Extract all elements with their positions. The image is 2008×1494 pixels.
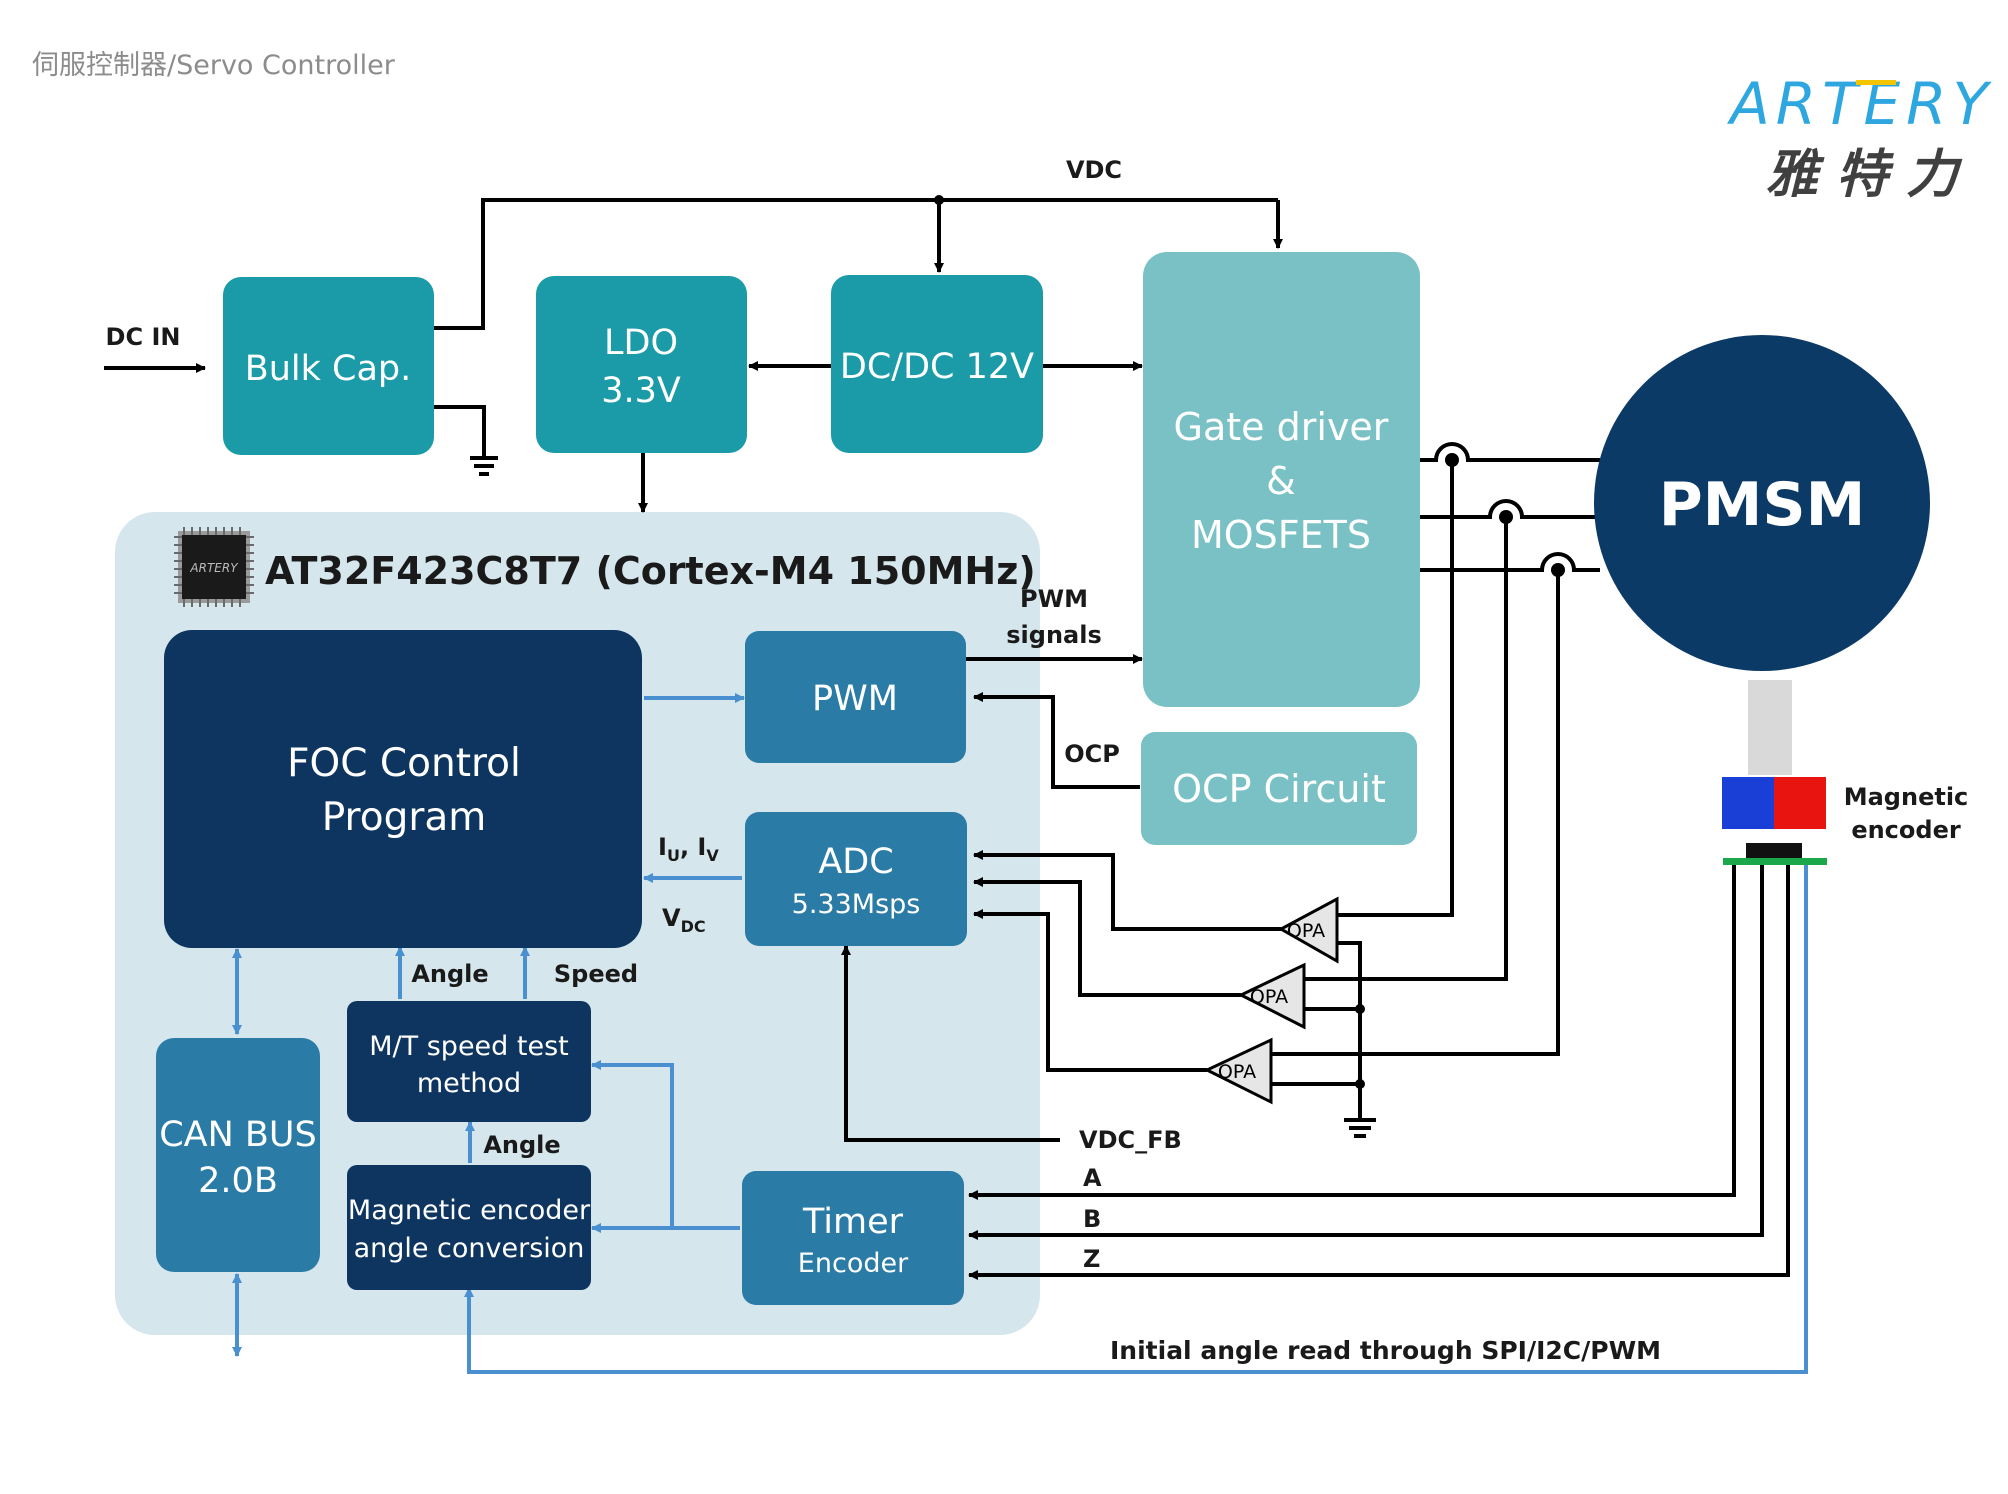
gate-driver-block: Gate driver & MOSFETS <box>1143 252 1420 707</box>
svg-text:Bulk Cap.: Bulk Cap. <box>245 349 412 389</box>
magnetic-encoder-hardware <box>1722 680 1827 865</box>
vdc-label: VDC <box>1066 156 1122 184</box>
svg-text:OPA: OPA <box>1287 920 1325 942</box>
angle-label-top: Angle <box>411 960 488 988</box>
svg-text:FOC Control: FOC Control <box>287 741 521 786</box>
svg-text:PMSM: PMSM <box>1659 470 1866 540</box>
wire-labels: VDC DC IN PWM signals OCP IU, IV VDC Ang… <box>106 156 1662 1365</box>
opa3-out-wire <box>973 909 1207 1072</box>
pmsm-motor: PMSM <box>1594 335 1930 671</box>
enc-a-label: A <box>1083 1164 1102 1192</box>
svg-text:CAN BUS: CAN BUS <box>159 1115 317 1155</box>
svg-text:PWM: PWM <box>812 679 898 719</box>
power-wires <box>104 198 1790 1280</box>
svg-text:ADC: ADC <box>818 842 893 882</box>
internal-wires <box>232 693 1808 1374</box>
svg-text:5.33Msps: 5.33Msps <box>792 889 921 920</box>
phase-v-line <box>1420 499 1600 519</box>
vdc-sense-label: VDC <box>662 904 706 936</box>
adc-block: ADC 5.33Msps <box>745 812 967 946</box>
pwm-signals-label-1: PWM <box>1020 585 1088 613</box>
bulk-ground-wire <box>434 405 486 457</box>
svg-text:Timer: Timer <box>802 1202 904 1242</box>
timer-encoder-block: Timer Encoder <box>742 1171 964 1305</box>
logo-chinese: 雅 特 力 <box>1766 145 1963 205</box>
foc-block: FOC Control Program <box>164 630 642 948</box>
mt-speed-block: M/T speed test method <box>347 1001 591 1122</box>
magnetic-encoder-conversion-block: Magnetic encoder angle conversion <box>347 1165 591 1290</box>
vdc-fb-label: VDC_FB <box>1079 1126 1182 1154</box>
vdc-fb-wire <box>841 945 1060 1142</box>
chip-icon: ARTERY <box>174 527 254 607</box>
enc-z-wire <box>968 862 1790 1280</box>
opa-1: OPA <box>1277 896 1339 964</box>
sense-u-wire <box>1337 460 1454 917</box>
svg-text:M/T speed test: M/T speed test <box>369 1031 568 1062</box>
opa1-out-wire <box>973 850 1281 931</box>
enc-z-label: Z <box>1083 1245 1100 1273</box>
svg-text:3.3V: 3.3V <box>601 371 681 411</box>
opa2-out-wire <box>973 877 1241 997</box>
vdc-rail <box>434 198 1278 330</box>
svg-text:method: method <box>417 1068 521 1099</box>
opa-ground-wire <box>1337 941 1362 1118</box>
ocp-wire <box>973 692 1140 789</box>
opa-3: OPA <box>1203 1037 1273 1105</box>
can-bus-block: CAN BUS 2.0B <box>156 1038 320 1272</box>
junction-dots <box>934 195 1565 1089</box>
phase-w-line <box>1420 552 1600 572</box>
magnetic-encoder-label-1: Magnetic <box>1844 783 1969 811</box>
ocp-label: OCP <box>1064 740 1120 768</box>
svg-text:angle conversion: angle conversion <box>354 1233 585 1264</box>
svg-text:OPA: OPA <box>1218 1061 1256 1083</box>
iu-iv-label: IU, IV <box>658 833 719 865</box>
dc-in-label: DC IN <box>106 323 181 351</box>
sense-w-wire <box>1271 570 1560 1056</box>
svg-text:Encoder: Encoder <box>798 1248 909 1279</box>
enc-a-wire <box>968 862 1736 1200</box>
svg-text:&: & <box>1266 459 1296 503</box>
dcdc-block: DC/DC 12V <box>831 275 1043 453</box>
logo-yellow-stroke <box>1856 80 1896 85</box>
artery-logo: ARTERY 雅 特 力 <box>1726 70 1988 205</box>
chip-marking: ARTERY <box>189 561 239 575</box>
svg-text:Program: Program <box>322 795 487 840</box>
opa-2: OPA <box>1237 962 1306 1030</box>
svg-text:OPA: OPA <box>1250 986 1288 1008</box>
sense-v-wire <box>1304 517 1508 981</box>
initial-angle-wire <box>464 862 1808 1374</box>
svg-text:LDO: LDO <box>604 323 678 363</box>
pwm-signals-label-2: signals <box>1006 621 1101 649</box>
mcu-title: AT32F423C8T7 (Cortex-M4 150MHz) <box>265 549 1036 593</box>
svg-text:DC/DC 12V: DC/DC 12V <box>840 347 1034 387</box>
enc-b-wire <box>968 862 1764 1240</box>
pwm-block: PWM <box>745 631 966 763</box>
svg-text:2.0B: 2.0B <box>198 1161 278 1201</box>
phase-u-line <box>1420 442 1600 462</box>
svg-text:Gate driver: Gate driver <box>1174 405 1389 449</box>
initial-angle-label: Initial angle read through SPI/I2C/PWM <box>1110 1336 1661 1365</box>
timer-to-mt-wire <box>591 1060 674 1228</box>
angle-label-mid: Angle <box>483 1131 560 1159</box>
svg-text:Magnetic encoder: Magnetic encoder <box>348 1195 591 1226</box>
svg-text:MOSFETS: MOSFETS <box>1191 513 1371 557</box>
speed-label: Speed <box>554 960 638 988</box>
ocp-circuit-block: OCP Circuit <box>1141 732 1417 845</box>
magnetic-encoder-label-2: encoder <box>1851 816 1961 844</box>
svg-text:OCP Circuit: OCP Circuit <box>1172 767 1386 811</box>
page-title: 伺服控制器/Servo Controller <box>32 50 396 81</box>
enc-b-label: B <box>1083 1205 1101 1233</box>
bulk-cap-block: Bulk Cap. <box>223 277 434 455</box>
ldo-block: LDO 3.3V <box>536 276 747 453</box>
